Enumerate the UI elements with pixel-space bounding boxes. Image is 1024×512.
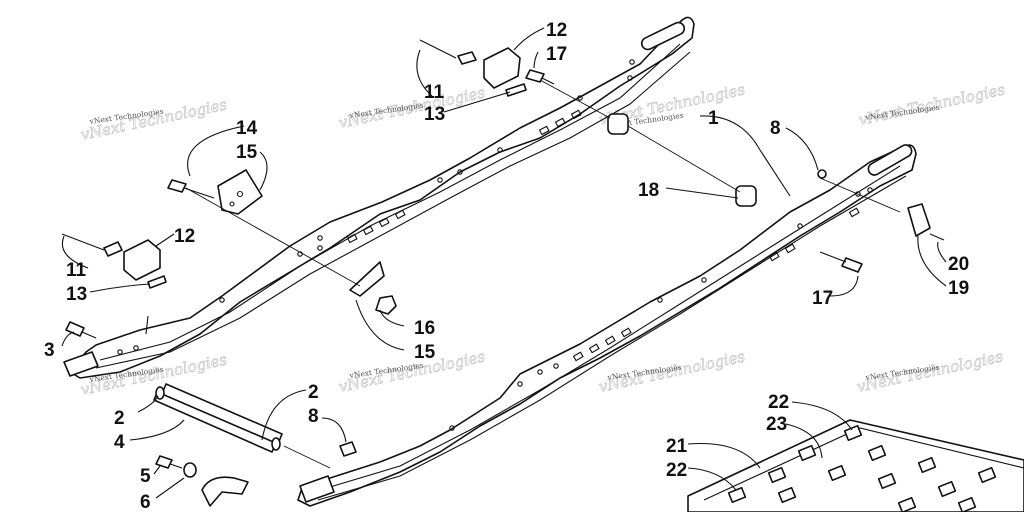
bolt-5 (155, 455, 173, 469)
nut-16 (375, 295, 397, 315)
callout-6: 6 (140, 492, 151, 512)
callout-22: 22 (768, 392, 789, 413)
bracket-15-lower (349, 261, 385, 297)
callout-14: 14 (236, 118, 258, 139)
rail-holes (449, 187, 873, 431)
rail-slots (346, 109, 582, 244)
callout-17: 17 (546, 44, 567, 65)
bolt-17-upper (525, 69, 545, 83)
callout-13: 13 (66, 284, 87, 305)
block-12-lower (123, 239, 161, 281)
cross-shaft-assembly (153, 383, 331, 469)
callout-2: 2 (114, 408, 125, 429)
callout-15: 15 (414, 342, 436, 363)
callout-3: 3 (44, 340, 55, 361)
callout-5: 5 (140, 466, 151, 487)
callout-11: 11 (66, 260, 87, 281)
bolt-3 (65, 321, 85, 337)
nut-8-upper (817, 169, 827, 179)
callout-17: 17 (812, 288, 833, 309)
bracket-19 (907, 203, 931, 237)
bolt-14 (167, 179, 187, 193)
leader-lines (61, 27, 947, 499)
callout-4: 4 (114, 432, 125, 453)
callout-8: 8 (308, 406, 319, 427)
callout-15: 15 (236, 142, 258, 163)
callout-1: 1 (708, 108, 719, 129)
callout-22: 22 (666, 460, 687, 481)
callout-labels: 1 2 2 3 4 5 6 8 8 11 11 12 12 13 13 14 1… (44, 20, 969, 512)
bumper-6 (201, 476, 249, 507)
callout-20: 20 (948, 254, 969, 275)
callout-12: 12 (546, 20, 567, 41)
lower-slide-rail (297, 144, 917, 507)
callout-8: 8 (770, 118, 781, 139)
bushing-18-lower (735, 185, 757, 207)
nut-8-lower (339, 441, 357, 457)
callout-18: 18 (638, 180, 659, 201)
upper-slide-rail (63, 16, 695, 379)
bolt-17-lower (841, 257, 863, 273)
callout-16: 16 (414, 318, 435, 339)
rail-slots (572, 207, 860, 362)
bushing-18-upper (607, 113, 629, 135)
hardware-parts (61, 39, 945, 507)
rail-holes (117, 59, 635, 355)
callout-12: 12 (174, 226, 195, 247)
callout-2: 2 (308, 382, 319, 403)
track-section (687, 419, 1024, 512)
callout-23: 23 (766, 414, 787, 435)
callout-13: 13 (424, 104, 445, 125)
block-12-upper (483, 47, 521, 89)
callout-21: 21 (666, 436, 688, 457)
callout-19: 19 (948, 278, 969, 299)
callout-11: 11 (424, 82, 445, 103)
